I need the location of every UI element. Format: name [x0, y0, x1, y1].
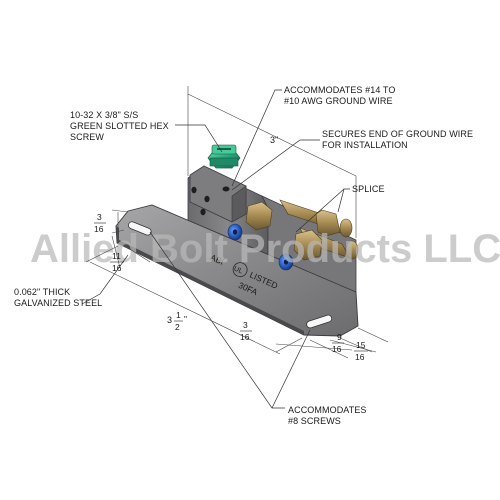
dim-edge-3-16-den: 16 — [240, 332, 250, 342]
dim-height: 3" — [270, 135, 278, 145]
callout-screws: ACCOMMODATES #8 SCREWS — [288, 405, 367, 426]
splice-connector-rear — [227, 199, 353, 241]
block-hole — [191, 186, 197, 194]
leader-lines — [81, 89, 350, 409]
dim-edge-15-16-den: 16 — [355, 352, 365, 362]
dim-edge-3-16: 3 16 — [240, 320, 252, 342]
callout-ground-wire-line1: ACCOMMODATES #14 TO — [284, 85, 395, 95]
callout-secures-line2: FOR INSTALLATION — [322, 140, 408, 150]
watermark-text: Allied Bolt Products LLC — [30, 227, 500, 271]
callout-screw-line3: SCREW — [70, 132, 104, 142]
callout-screw: 10-32 X 3/8" S/S GREEN SLOTTED HEX SCREW — [70, 110, 169, 142]
dim-edge-9-16-num: 9 — [337, 332, 342, 342]
callout-screws-line1: ACCOMMODATES — [288, 405, 367, 415]
dim-slot-11-16-num: 11 — [112, 251, 121, 261]
dim-edge-9-16-den: 16 — [332, 344, 342, 354]
green-hex-screw — [207, 144, 241, 169]
dim-length: 3 1 2 " — [167, 310, 187, 332]
callout-screw-line1: 10-32 X 3/8" S/S — [70, 110, 138, 120]
callout-screw-line2: GREEN SLOTTED HEX — [70, 121, 169, 131]
dim-length-unit: " — [184, 314, 187, 324]
dim-slot-3-16-num: 3 — [97, 212, 102, 222]
callout-thickness-line1: 0.062" THICK — [14, 287, 70, 297]
dimension-lines — [85, 86, 389, 359]
callout-secures: SECURES END OF GROUND WIRE FOR INSTALLAT… — [322, 129, 473, 150]
callout-screws-line2: #8 SCREWS — [288, 416, 341, 426]
callout-thickness: 0.062" THICK GALVANIZED STEEL — [14, 287, 102, 308]
dim-edge-15-16-num: 15 — [356, 340, 366, 350]
callout-secures-line1: SECURES END OF GROUND WIRE — [322, 129, 473, 139]
dim-slot-11-16-den: 16 — [112, 263, 122, 273]
dim-length-num: 1 — [176, 310, 181, 320]
dim-edge-3-16-num: 3 — [243, 320, 248, 330]
callout-ground-wire: ACCOMMODATES #14 TO #10 AWG GROUND WIRE — [284, 85, 395, 106]
dim-slot-11-16: 11 16 — [110, 251, 124, 273]
dim-slot-3-16-den: 16 — [94, 224, 104, 234]
stamp-ul: UL — [233, 265, 244, 275]
dim-slot-3-16: 3 16 — [94, 212, 106, 234]
dim-edge-15-16: 15 16 — [354, 340, 368, 362]
ground-wire-hole — [222, 186, 230, 192]
callout-ground-wire-line2: #10 AWG GROUND WIRE — [284, 96, 393, 106]
mounting-slot-right — [306, 314, 333, 329]
callout-splice: SPLICE — [352, 184, 385, 194]
dim-edge-9-16: 9 16 — [332, 332, 344, 354]
callout-thickness-line2: GALVANIZED STEEL — [14, 298, 102, 308]
splice-connector-front — [278, 227, 359, 271]
dim-length-whole: 3 — [167, 315, 172, 325]
dim-length-den: 2 — [175, 322, 180, 332]
